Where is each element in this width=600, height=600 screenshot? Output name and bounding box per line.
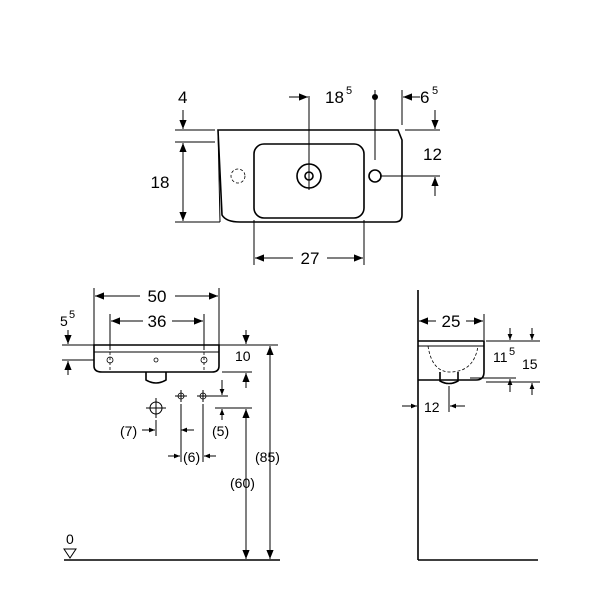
- basin-top-outline: [217, 129, 403, 223]
- dim-7: (7): [120, 423, 137, 439]
- dim-left-sup: 5: [69, 309, 75, 321]
- side-waste: [439, 372, 459, 385]
- basin-front-outline: [93, 344, 220, 373]
- dim-thickness: 10: [235, 348, 251, 364]
- dim-left: 5: [60, 313, 68, 329]
- front-view: 50 36 5 5 10 (85) (60) (7) (6) (5) 0: [60, 287, 280, 561]
- dim-depth: 25: [442, 312, 461, 331]
- dim-12: 12: [424, 399, 440, 415]
- waste-outlet: [145, 372, 167, 384]
- side-view: 25 11 5 15 12: [402, 290, 540, 561]
- dim-15: 15: [522, 356, 538, 372]
- dim-width: 50: [148, 287, 167, 306]
- dim-left-top: 4: [178, 88, 187, 107]
- dim-height-total: (85): [255, 449, 280, 465]
- dim-right-top-sup: 5: [432, 85, 438, 97]
- dim-bowl-width: 27: [301, 249, 320, 268]
- dim-11-sup: 5: [509, 346, 515, 358]
- dim-tap-offset: 18: [325, 88, 344, 107]
- dim-tap-offset-sup: 5: [346, 85, 352, 97]
- floor-label: 0: [66, 531, 74, 547]
- top-view: 4 18 5 6 5 18 12 27: [151, 85, 442, 268]
- right-tap-hole: [368, 169, 382, 183]
- dim-right-side: 12: [423, 145, 442, 164]
- basin-side-outline: [418, 340, 485, 381]
- left-knockout-hole: [230, 168, 246, 184]
- dim-height: 18: [151, 173, 170, 192]
- dim-5: (5): [212, 423, 229, 439]
- dim-11: 11: [493, 349, 508, 365]
- dim-height-waste: (60): [230, 475, 255, 491]
- dim-fixing: 36: [148, 312, 167, 331]
- dim-right-top: 6: [420, 88, 429, 107]
- dim-6: (6): [183, 449, 200, 465]
